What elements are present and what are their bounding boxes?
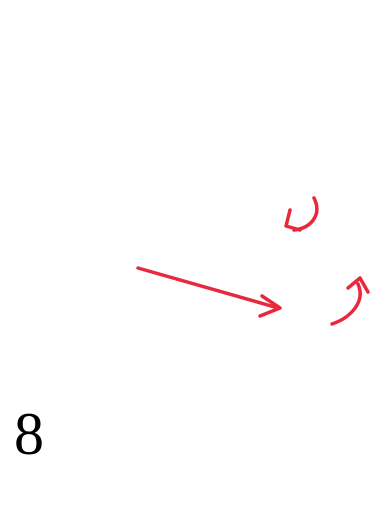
thumb-curl-arrow-bottom xyxy=(332,284,360,324)
ring-nail xyxy=(80,46,104,66)
wrap-thumb-line-1 xyxy=(286,256,310,280)
wrap-thumb-line-2 xyxy=(298,252,338,286)
wrap-wrist-band-4 xyxy=(96,480,236,484)
middle-finger xyxy=(150,14,188,198)
index-finger xyxy=(230,32,278,190)
wrap-wrist-band-3 xyxy=(98,452,236,456)
pinky-finger xyxy=(9,119,102,216)
wrap-inner-stroke-3 xyxy=(236,230,256,268)
thumb-curl-arrow-top xyxy=(294,198,317,230)
thumb-crease xyxy=(306,262,346,288)
wrap-inner-stroke-2 xyxy=(178,244,244,262)
thumb-curl-arrowhead-top xyxy=(286,210,300,230)
palm-right-edge xyxy=(236,334,326,508)
pinky-nail xyxy=(14,122,34,138)
wrap-inner-stroke-1 xyxy=(200,246,236,256)
thumb-nail xyxy=(360,204,384,224)
hand-outline xyxy=(9,14,385,508)
ring-finger xyxy=(79,38,130,205)
wrap-knuckle-band-top xyxy=(56,186,270,216)
step-number: 8 xyxy=(14,404,44,464)
wrap-wrist-band-1 xyxy=(98,403,238,410)
index-nail xyxy=(254,36,276,58)
direction-arrows xyxy=(138,198,368,324)
wrap-wrist-band-2 xyxy=(98,427,236,430)
wrap-cross-band-b xyxy=(104,250,320,340)
wrap-cross-band-e xyxy=(168,334,322,376)
wrap-direction-arrow xyxy=(138,268,278,308)
palm-left-edge xyxy=(62,216,100,508)
wrap-cross-band-c xyxy=(100,290,312,362)
wrap-cross-band-a xyxy=(78,250,262,270)
wrap-knuckle-band-bottom xyxy=(66,212,268,234)
thumb xyxy=(266,199,386,334)
wrap-diagonal-upper xyxy=(70,236,262,258)
wrap-cross-band-d xyxy=(130,304,320,372)
hand-side-index xyxy=(266,182,270,246)
middle-nail xyxy=(153,21,174,42)
